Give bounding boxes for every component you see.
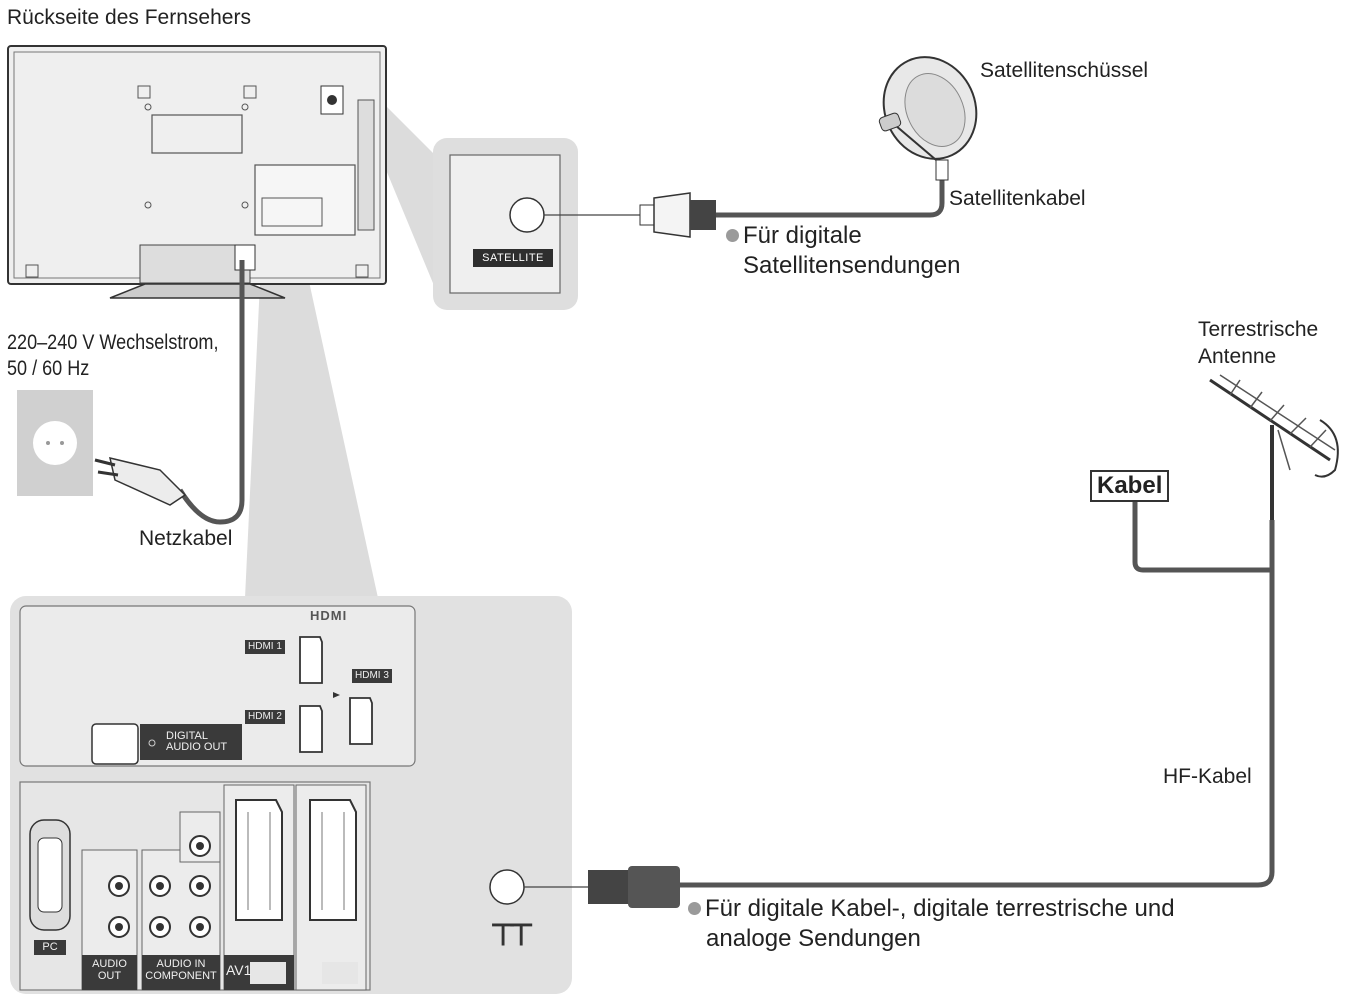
audio-out-line2: OUT xyxy=(97,970,122,982)
terrestrial-antenna-illustration xyxy=(1209,374,1339,520)
hdmi1-tag: HDMI 1 xyxy=(245,640,285,654)
satellite-cable-label: Satellitenkabel xyxy=(949,187,1086,210)
tv-back-title: Rückseite des Fernsehers xyxy=(7,6,251,29)
satellite-note-line2: Satellitensendungen xyxy=(743,252,961,279)
terrestrial-antenna-line1: Terrestrische xyxy=(1198,318,1319,341)
hdmi-logo: HDMI xyxy=(310,608,348,623)
zoom-beam-panel xyxy=(245,240,378,598)
cable-box-label: Kabel xyxy=(1090,470,1170,502)
rf-input-socket xyxy=(489,869,525,905)
rf-note-line2: analoge Sendungen xyxy=(706,925,921,952)
rf-cable-label: HF-Kabel xyxy=(1163,765,1252,788)
satellite-note-line1: Für digitale xyxy=(726,222,862,250)
hdmi3-tag: HDMI 3 xyxy=(352,669,392,683)
satellite-dish-label: Satellitenschüssel xyxy=(980,59,1149,82)
power-cable xyxy=(177,260,245,525)
antenna-symbol-icon: ⊤⊤ xyxy=(490,919,534,952)
av1-label: AV1 xyxy=(226,962,252,978)
rf-connector xyxy=(588,866,680,908)
power-spec-line1: 220–240 V Wechselstrom, xyxy=(7,331,219,354)
power-spec-line2: 50 / 60 Hz xyxy=(7,357,90,380)
pc-label: PC xyxy=(42,941,58,953)
audio-out-line1: AUDIO xyxy=(92,958,127,970)
kabel-line xyxy=(1132,500,1272,573)
digital-audio-line1: DIGITAL xyxy=(166,730,208,742)
satellite-input-socket xyxy=(509,197,545,233)
power-plug xyxy=(94,456,187,506)
satellite-dish-illustration xyxy=(878,56,978,181)
hdmi2-tag: HDMI 2 xyxy=(245,710,285,724)
terrestrial-antenna-line2: Antenne xyxy=(1198,345,1277,368)
satellite-cable xyxy=(716,165,945,218)
bullet-icon xyxy=(726,229,739,242)
rf-cable xyxy=(680,520,1275,888)
tv-back-illustration xyxy=(7,45,387,299)
bullet-icon xyxy=(688,902,701,915)
audio-in-line1: AUDIO IN xyxy=(156,958,206,970)
satellite-badge: SATELLITE xyxy=(473,249,553,267)
digital-audio-line2: AUDIO OUT xyxy=(166,741,228,753)
satellite-connector xyxy=(639,192,716,238)
audio-in-line2: COMPONENT xyxy=(145,970,217,982)
power-cable-label: Netzkabel xyxy=(139,527,233,550)
rf-note-line1: Für digitale Kabel-, digitale terrestris… xyxy=(688,895,1175,923)
